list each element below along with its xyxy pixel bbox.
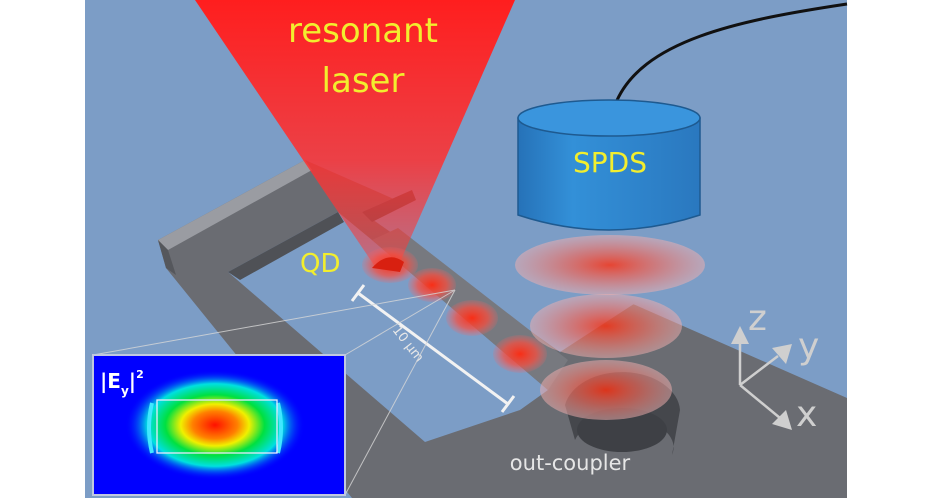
inset-title: |Ey|2 <box>100 368 144 398</box>
emission-disk <box>515 235 705 295</box>
laser-beam <box>195 0 515 268</box>
scale-bar <box>350 284 516 413</box>
etched-hole-left <box>228 212 548 442</box>
inset-projection-lines <box>92 289 456 496</box>
axis-z-label: z <box>748 298 767 339</box>
mode-spot <box>408 268 456 302</box>
coordinate-axes <box>731 326 792 430</box>
outcoupler-label: out-coupler <box>510 451 631 475</box>
axis-x-label: x <box>796 394 817 435</box>
spds-label: SPDS <box>573 146 647 179</box>
emission-disk <box>530 294 682 358</box>
axis-y-label: y <box>798 326 819 367</box>
mode-spot <box>446 300 498 336</box>
emission-disk <box>540 360 672 420</box>
laser-label-line1: resonant <box>288 11 438 51</box>
field-profile-inset <box>92 354 346 496</box>
mode-spot <box>493 335 547 373</box>
laser-label-line2: laser <box>322 61 405 101</box>
spds-detector <box>517 99 701 231</box>
detector-cable <box>613 2 848 106</box>
quantum-dot <box>372 257 404 272</box>
qd-label: QD <box>300 249 341 279</box>
